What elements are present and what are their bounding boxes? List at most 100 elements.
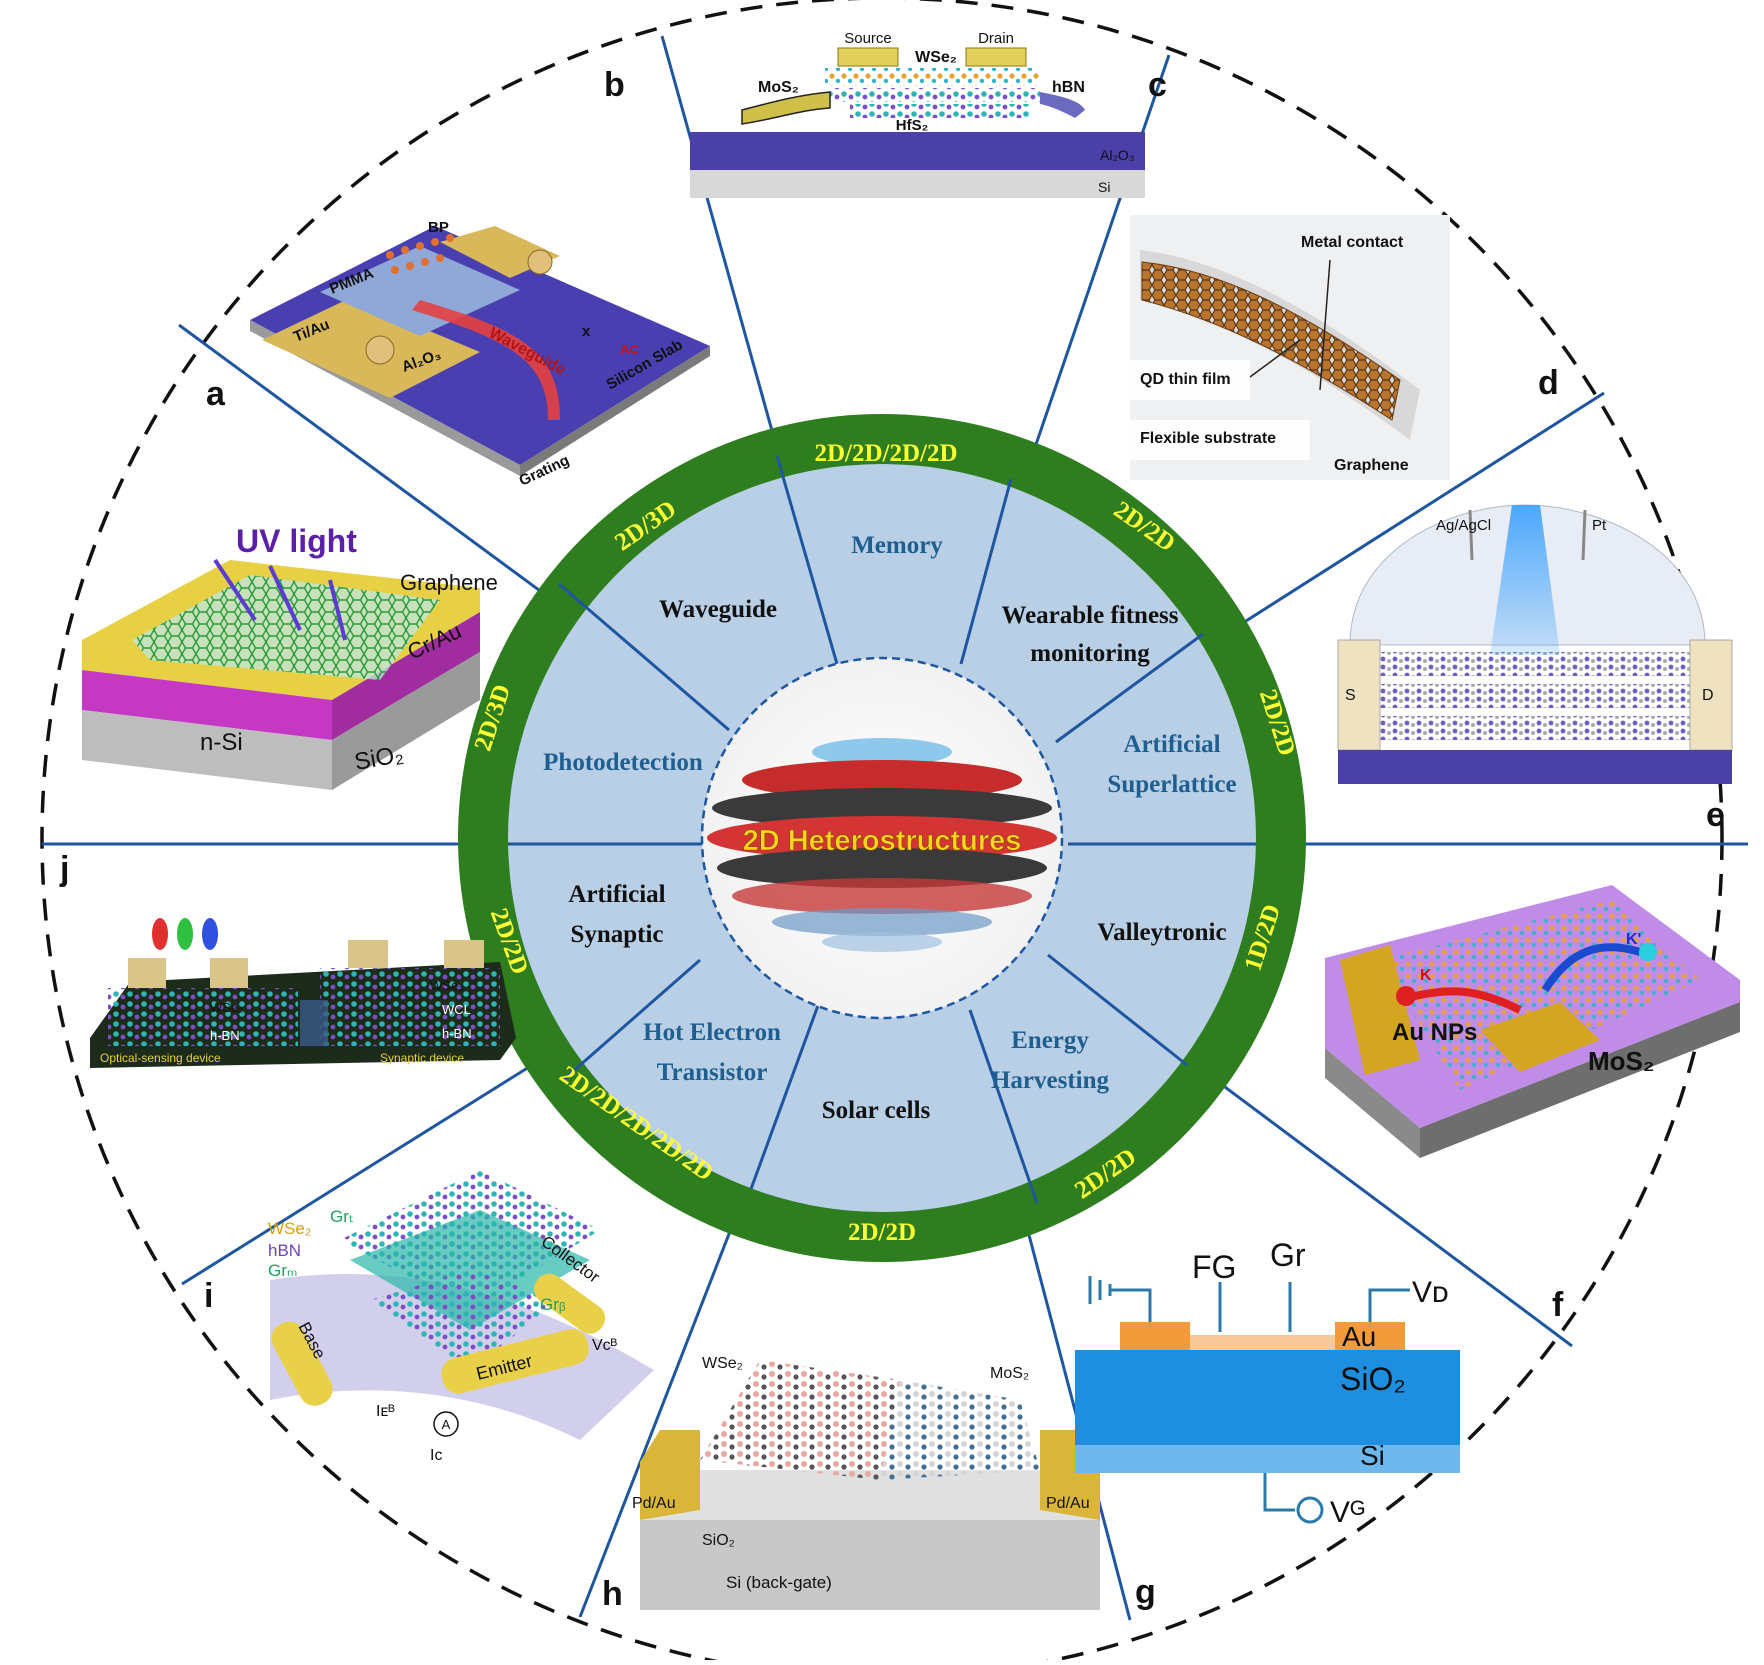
- panel-e-mos2: MoS₂: [1588, 1046, 1654, 1076]
- panel-h-sio2: SiO₂: [702, 1532, 735, 1549]
- panel-b-si: Si: [1098, 179, 1110, 195]
- panel-h-si: Si (back-gate): [726, 1573, 832, 1592]
- panel-e-au-nps: Au NPs: [1392, 1019, 1477, 1046]
- panel-i-grm: Grₘ: [268, 1261, 297, 1280]
- panel-j-synaptic-device: WSe₂ h-BN WSe₂ WCL h-BN Optical-sensing …: [90, 918, 516, 1068]
- panel-letter-f: f: [1552, 1286, 1564, 1324]
- panel-h-pdau-left: Pd/Au: [632, 1495, 676, 1512]
- panel-g-au: Au: [1342, 1321, 1376, 1352]
- app-solar-cells: Solar cells: [822, 1097, 931, 1124]
- panel-i-grb: Grᵦ: [540, 1295, 566, 1314]
- panel-d-agcl: Ag/AgCl: [1436, 517, 1491, 534]
- panel-d-pt: Pt: [1592, 517, 1607, 534]
- panel-letter-i: i: [204, 1277, 213, 1315]
- panel-uv-uv-light: UV light: [236, 523, 357, 559]
- panel-i-grt: Grₜ: [330, 1207, 354, 1226]
- panel-c-flexible-substrate: Flexible substrate: [1140, 430, 1276, 447]
- panel-letter-d: d: [1538, 364, 1559, 402]
- app-wearable-line2: monitoring: [1030, 640, 1150, 667]
- panel-d-source: S: [1345, 687, 1356, 704]
- panel-h-wse2: WSe₂: [702, 1355, 743, 1372]
- app-superlattice-line2: Superlattice: [1107, 771, 1236, 798]
- panel-i-hbn: hBN: [268, 1241, 301, 1260]
- panel-g-gr: Gr: [1270, 1237, 1306, 1273]
- panel-i-ic: Iᴄ: [430, 1447, 442, 1464]
- application-labels: Waveguide Memory Wearable fitness monito…: [543, 532, 1236, 1124]
- app-energy-line2: Harvesting: [991, 1067, 1110, 1094]
- panel-b-source: Source: [844, 30, 892, 47]
- panel-d-drain: D: [1702, 687, 1714, 704]
- panel-j-hbn-left: h-BN: [210, 1028, 240, 1043]
- panel-i-wse2: WSe₂: [268, 1219, 311, 1238]
- panel-a-waveguide-device: BP PMMA Ti/Au Al₂O₃ Waveguide Silicon Sl…: [250, 219, 710, 490]
- app-superlattice-line1: Artificial: [1123, 731, 1220, 758]
- panel-g-fg: FG: [1192, 1249, 1236, 1285]
- panel-letters: a b c d e f g h i j: [59, 66, 1725, 1613]
- app-synaptic-line1: Artificial: [568, 881, 665, 908]
- app-energy-line1: Energy: [1011, 1027, 1089, 1054]
- panel-b-hfs2: HfS₂: [896, 117, 929, 134]
- panel-c-qd-film: QD thin film: [1140, 371, 1231, 388]
- panel-h-mos2: MoS₂: [990, 1365, 1029, 1382]
- panel-c-metal-contact: Metal contact: [1301, 234, 1404, 251]
- panel-j-wcl: WCL: [442, 1002, 471, 1017]
- panel-letter-b: b: [604, 66, 625, 104]
- panel-a-x: x: [582, 323, 591, 340]
- panel-b-wse2: WSe₂: [915, 49, 957, 66]
- panel-e-valleytronic-device: K K' Au NPs MoS₂: [1325, 885, 1740, 1158]
- panel-j-hbn-right: h-BN: [442, 1026, 472, 1041]
- panel-j-wse2-right: WSe₂: [430, 978, 463, 993]
- panel-i-ammeter: A: [442, 1417, 451, 1432]
- app-hot-electron-line2: Transistor: [657, 1059, 768, 1086]
- panel-letter-e: e: [1706, 796, 1725, 834]
- app-wearable-line1: Wearable fitness: [1001, 602, 1178, 629]
- app-memory: Memory: [851, 532, 943, 559]
- app-synaptic-line2: Synaptic: [570, 921, 663, 948]
- panel-uv-graphene: Graphene: [400, 570, 498, 595]
- panel-uv-nsi: n-Si: [200, 729, 243, 756]
- panel-c-graphene: Graphene: [1334, 457, 1409, 474]
- center-lattice-image: [707, 738, 1057, 952]
- app-valleytronic: Valleytronic: [1097, 919, 1226, 946]
- app-photodetection: Photodetection: [543, 749, 703, 776]
- panel-c-wearable-device: Metal contact QD thin film Flexible subs…: [1130, 215, 1450, 480]
- panel-j-wse2-left: WSe₂: [210, 1000, 243, 1015]
- panel-letter-h: h: [602, 1575, 623, 1613]
- panel-b-hbn: hBN: [1052, 79, 1085, 96]
- panel-h-pdau-right: Pd/Au: [1046, 1495, 1090, 1512]
- panel-b-mos2: MoS₂: [758, 79, 799, 96]
- panel-i-vcb: Vᴄᴮ: [592, 1337, 618, 1354]
- panel-uv-photodetector: UV light Graphene Cr/Au n-Si SiO₂: [82, 523, 498, 790]
- panel-g-energy-device: FG Gr Vᴅ Au SiO₂ Si Vᴳ: [1075, 1237, 1460, 1529]
- panel-d-superlattice-device: Ag/AgCl Pt S D: [1337, 504, 1733, 784]
- panel-g-sio2: SiO₂: [1340, 1361, 1406, 1397]
- outer-dashed-circle: [40, 0, 1724, 1665]
- panel-j-optical-label: Optical-sensing device: [100, 1051, 221, 1065]
- panel-letter-g: g: [1135, 1573, 1156, 1611]
- panel-e-k: K: [1420, 967, 1432, 984]
- center-title: 2D Heterostructures: [743, 825, 1022, 857]
- panel-letter-c: c: [1148, 66, 1167, 104]
- panel-g-si: Si: [1360, 1440, 1385, 1471]
- panel-h-solar-device: WSe₂ MoS₂ Pd/Au Pd/Au SiO₂ Si (back-gate…: [632, 1355, 1100, 1610]
- panel-a-ac: AC: [620, 342, 639, 357]
- panel-g-vg: Vᴳ: [1330, 1496, 1365, 1529]
- panel-b-al2o3: Al₂O₃: [1100, 147, 1134, 163]
- app-hot-electron-line1: Hot Electron: [643, 1019, 781, 1046]
- panel-e-kprime: K': [1626, 931, 1641, 948]
- panel-letter-j: j: [59, 850, 69, 888]
- panel-b-memory-device: Source Drain WSe₂ MoS₂ hBN HfS₂ Al₂O₃ Si: [690, 30, 1145, 198]
- ring-label-bottom: 2D/2D: [848, 1219, 916, 1246]
- panel-i-ieb: Iᴇᴮ: [376, 1403, 395, 1420]
- ring-label-top: 2D/2D/2D/2D: [814, 440, 957, 467]
- panel-a-bp: BP: [428, 219, 449, 236]
- app-waveguide: Waveguide: [659, 596, 777, 623]
- panel-letter-a: a: [206, 375, 226, 413]
- panel-b-drain: Drain: [978, 30, 1014, 47]
- panel-j-synaptic-label: Synaptic device: [380, 1051, 464, 1065]
- panel-g-vd: Vᴅ: [1412, 1276, 1449, 1309]
- panel-i-hot-electron-device: WSe₂ Grₜ hBN Grₘ Collector Grᵦ Base Emit…: [268, 1170, 654, 1464]
- inner-dividers: [508, 455, 1256, 1204]
